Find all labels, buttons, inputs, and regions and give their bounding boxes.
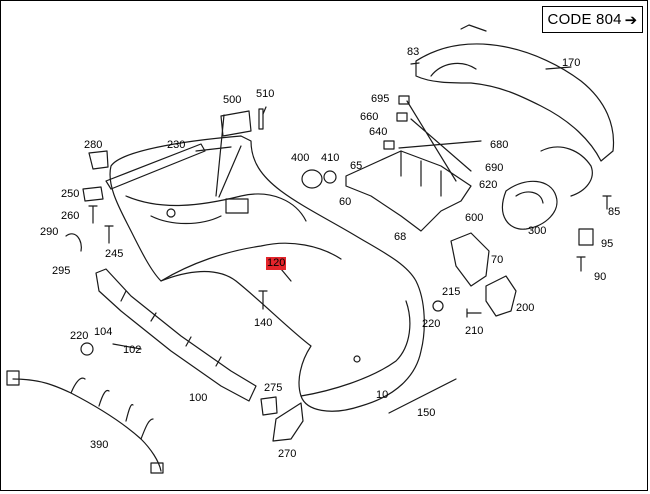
part-270 <box>272 402 304 442</box>
callout-70[interactable]: 70 <box>491 254 504 266</box>
callout-200[interactable]: 200 <box>516 302 535 314</box>
part-400 <box>301 169 323 189</box>
callout-90[interactable]: 90 <box>594 271 607 283</box>
code-badge: CODE 804 ➔ <box>542 6 643 33</box>
callout-220-left[interactable]: 220 <box>70 330 89 342</box>
callout-85[interactable]: 85 <box>608 206 621 218</box>
part-150 <box>388 378 457 414</box>
code-label: CODE 804 <box>547 11 622 28</box>
callout-95[interactable]: 95 <box>601 238 614 250</box>
bumper-cover <box>109 135 425 412</box>
part-220b <box>432 300 444 312</box>
part-250 <box>82 186 104 202</box>
callout-68[interactable]: 68 <box>394 231 407 243</box>
callout-300[interactable]: 300 <box>528 225 547 237</box>
callout-290[interactable]: 290 <box>40 226 59 238</box>
callout-260[interactable]: 260 <box>61 210 80 222</box>
callout-220-right[interactable]: 220 <box>422 318 441 330</box>
callout-140[interactable]: 140 <box>254 317 273 329</box>
part-280 <box>88 150 109 170</box>
callout-210[interactable]: 210 <box>465 325 484 337</box>
lower-panel <box>415 43 615 162</box>
callout-275[interactable]: 275 <box>264 382 283 394</box>
callout-600[interactable]: 600 <box>465 212 484 224</box>
support-bracket <box>345 150 472 232</box>
part-660 <box>396 112 408 122</box>
callout-100[interactable]: 100 <box>189 392 208 404</box>
part-220a <box>80 342 94 356</box>
callout-680[interactable]: 680 <box>490 139 509 151</box>
part-290 <box>65 233 82 252</box>
cover-500 <box>220 110 252 137</box>
callout-390[interactable]: 390 <box>90 439 109 451</box>
callout-690[interactable]: 690 <box>485 162 504 174</box>
callout-102[interactable]: 102 <box>123 344 142 356</box>
callout-83[interactable]: 83 <box>407 46 420 58</box>
callout-640[interactable]: 640 <box>369 126 388 138</box>
callout-170[interactable]: 170 <box>562 57 581 69</box>
callout-60[interactable]: 60 <box>339 196 352 208</box>
wiring-harness <box>12 378 162 472</box>
arrow-right-icon: ➔ <box>624 11 638 29</box>
callout-410[interactable]: 410 <box>321 152 340 164</box>
callout-120-highlighted[interactable]: 120 <box>266 257 287 270</box>
part-640 <box>383 140 395 150</box>
impact-bar <box>95 268 257 402</box>
callout-620[interactable]: 620 <box>479 179 498 191</box>
callout-10[interactable]: 10 <box>376 389 389 401</box>
callout-245[interactable]: 245 <box>105 248 124 260</box>
callout-400[interactable]: 400 <box>291 152 310 164</box>
callout-500[interactable]: 500 <box>223 94 242 106</box>
trim-strip <box>105 143 206 190</box>
callout-510[interactable]: 510 <box>256 88 275 100</box>
diffuser <box>501 180 558 230</box>
callout-280[interactable]: 280 <box>84 139 103 151</box>
callout-695[interactable]: 695 <box>371 93 390 105</box>
callout-104[interactable]: 104 <box>94 326 113 338</box>
callout-250[interactable]: 250 <box>61 188 80 200</box>
callout-660[interactable]: 660 <box>360 111 379 123</box>
side-bracket-200 <box>485 275 517 317</box>
part-275 <box>260 396 278 416</box>
part-695 <box>398 95 410 105</box>
callout-215[interactable]: 215 <box>442 286 461 298</box>
part-95 <box>578 228 594 246</box>
callout-65[interactable]: 65 <box>350 160 363 172</box>
callout-230[interactable]: 230 <box>167 139 186 151</box>
side-bracket-70 <box>450 232 490 287</box>
callout-150[interactable]: 150 <box>417 407 436 419</box>
callout-270[interactable]: 270 <box>278 448 297 460</box>
callout-295[interactable]: 295 <box>52 265 71 277</box>
